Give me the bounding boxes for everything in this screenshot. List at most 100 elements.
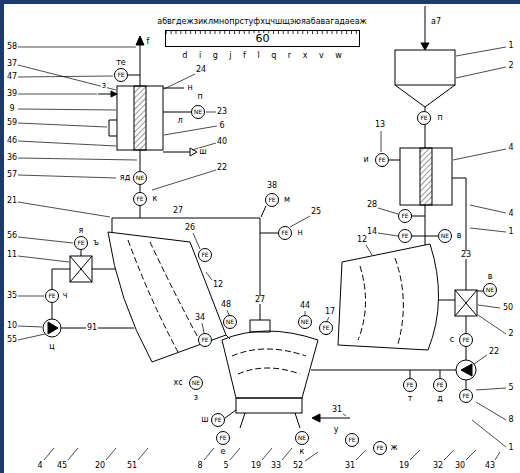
callout-number: 1 [507, 42, 514, 50]
leader-line [138, 448, 148, 460]
callout-number: 57 [6, 171, 18, 179]
callout-number: 23 [460, 251, 472, 259]
process-line [112, 218, 113, 233]
callout-number: 4 [36, 462, 43, 470]
drum-dryer [338, 244, 439, 350]
callout-number: 48 [220, 301, 232, 309]
leader-line [478, 305, 500, 308]
leader-line [366, 245, 372, 255]
instrument-circle: FE [373, 441, 387, 455]
callout-number: 12 [212, 281, 224, 289]
leader-line [18, 256, 69, 262]
support-leg [295, 413, 300, 428]
leader-line [470, 205, 506, 213]
line-letter: ъ [92, 239, 100, 247]
leader-line [18, 123, 107, 127]
inlet-box [250, 320, 270, 332]
drum-hatch [395, 258, 403, 344]
callout-number: 26 [184, 224, 196, 232]
callout-number: 27 [254, 296, 266, 304]
leader-line [478, 315, 506, 334]
callout-number: 17 [324, 308, 336, 316]
callout-number: 56 [6, 232, 18, 240]
apparatus-box [400, 148, 452, 205]
leader-line [290, 216, 310, 227]
leader-line [18, 202, 110, 217]
instrument-code: FE [281, 230, 288, 236]
line-letter: те [115, 59, 127, 67]
line-letter: к [152, 195, 159, 203]
process-line [311, 370, 456, 371]
instrument-circle: NE [189, 376, 203, 390]
index-letters: d i g j f l q r x v w [181, 52, 342, 60]
callout-number: 21 [6, 197, 18, 205]
callout-number: 51 [126, 462, 138, 470]
callout-number: 39 [6, 90, 18, 98]
pump-symbol [48, 322, 58, 334]
callout-number: 28 [366, 201, 378, 209]
callout-number: 1 [507, 228, 514, 236]
callout-number: 35 [6, 292, 18, 300]
leader-line [472, 420, 506, 447]
hatch-band [420, 148, 432, 205]
leader-line [476, 402, 506, 420]
leader-line [466, 450, 476, 460]
pump-symbol [456, 360, 476, 380]
impulse-line [260, 233, 278, 234]
frame-band [0, 0, 4, 473]
process-line [140, 40, 141, 86]
leader-line [18, 334, 45, 340]
leader-line [204, 448, 214, 460]
leader-line [230, 448, 240, 460]
leader-line [444, 450, 454, 460]
leader-line [164, 126, 217, 135]
line-letter: п [196, 93, 203, 101]
leader-line [18, 296, 44, 297]
process-line [425, 6, 426, 44]
leader-line [356, 450, 366, 460]
leader-line [378, 233, 398, 236]
callout-number: 5 [222, 462, 229, 470]
callout-number: 46 [6, 137, 18, 145]
callout-number: 22 [488, 348, 500, 356]
instrument-circle: NE [295, 431, 309, 445]
drum-hatch [238, 368, 300, 374]
line-letter: f [146, 38, 151, 46]
pump-symbol [461, 364, 472, 376]
leader-line [18, 76, 113, 77]
arrow-head [136, 36, 144, 45]
line-letter: м [283, 196, 291, 204]
instrument-circle: FE [114, 68, 128, 82]
line-letter: т [407, 395, 414, 403]
line-letter: н [186, 84, 193, 92]
drum-dryer [108, 232, 226, 362]
instrument-code: FE [406, 382, 413, 388]
line-letter: яд [119, 174, 131, 182]
impulse-line [81, 250, 82, 256]
leader-lines [18, 47, 506, 461]
impulse-line [440, 370, 441, 378]
line-letter: е [220, 448, 227, 456]
callout-number: 30 [454, 462, 466, 470]
callout-number: 25 [310, 208, 322, 216]
apparatus-box [117, 86, 163, 150]
callout-number: 91 [86, 324, 98, 332]
leader-line [456, 47, 506, 56]
instrument-code: FE [117, 72, 124, 78]
process-line [439, 300, 455, 301]
instrument-code: FE [268, 197, 275, 203]
process-line [52, 303, 53, 319]
leader-line [18, 65, 116, 90]
leader-line [378, 208, 398, 214]
callout-number: 43 [484, 462, 496, 470]
process-line [425, 205, 426, 245]
impulse-line [163, 112, 191, 113]
line-letter: в [487, 273, 494, 281]
arrow-head [312, 414, 320, 422]
instrument-code: FE [214, 417, 221, 423]
instrument-circle: FE [417, 111, 431, 125]
instrument-code: FE [376, 445, 383, 451]
impulse-line [412, 216, 425, 217]
pump-symbol [43, 319, 61, 337]
instrument-circle: FE [216, 431, 230, 445]
